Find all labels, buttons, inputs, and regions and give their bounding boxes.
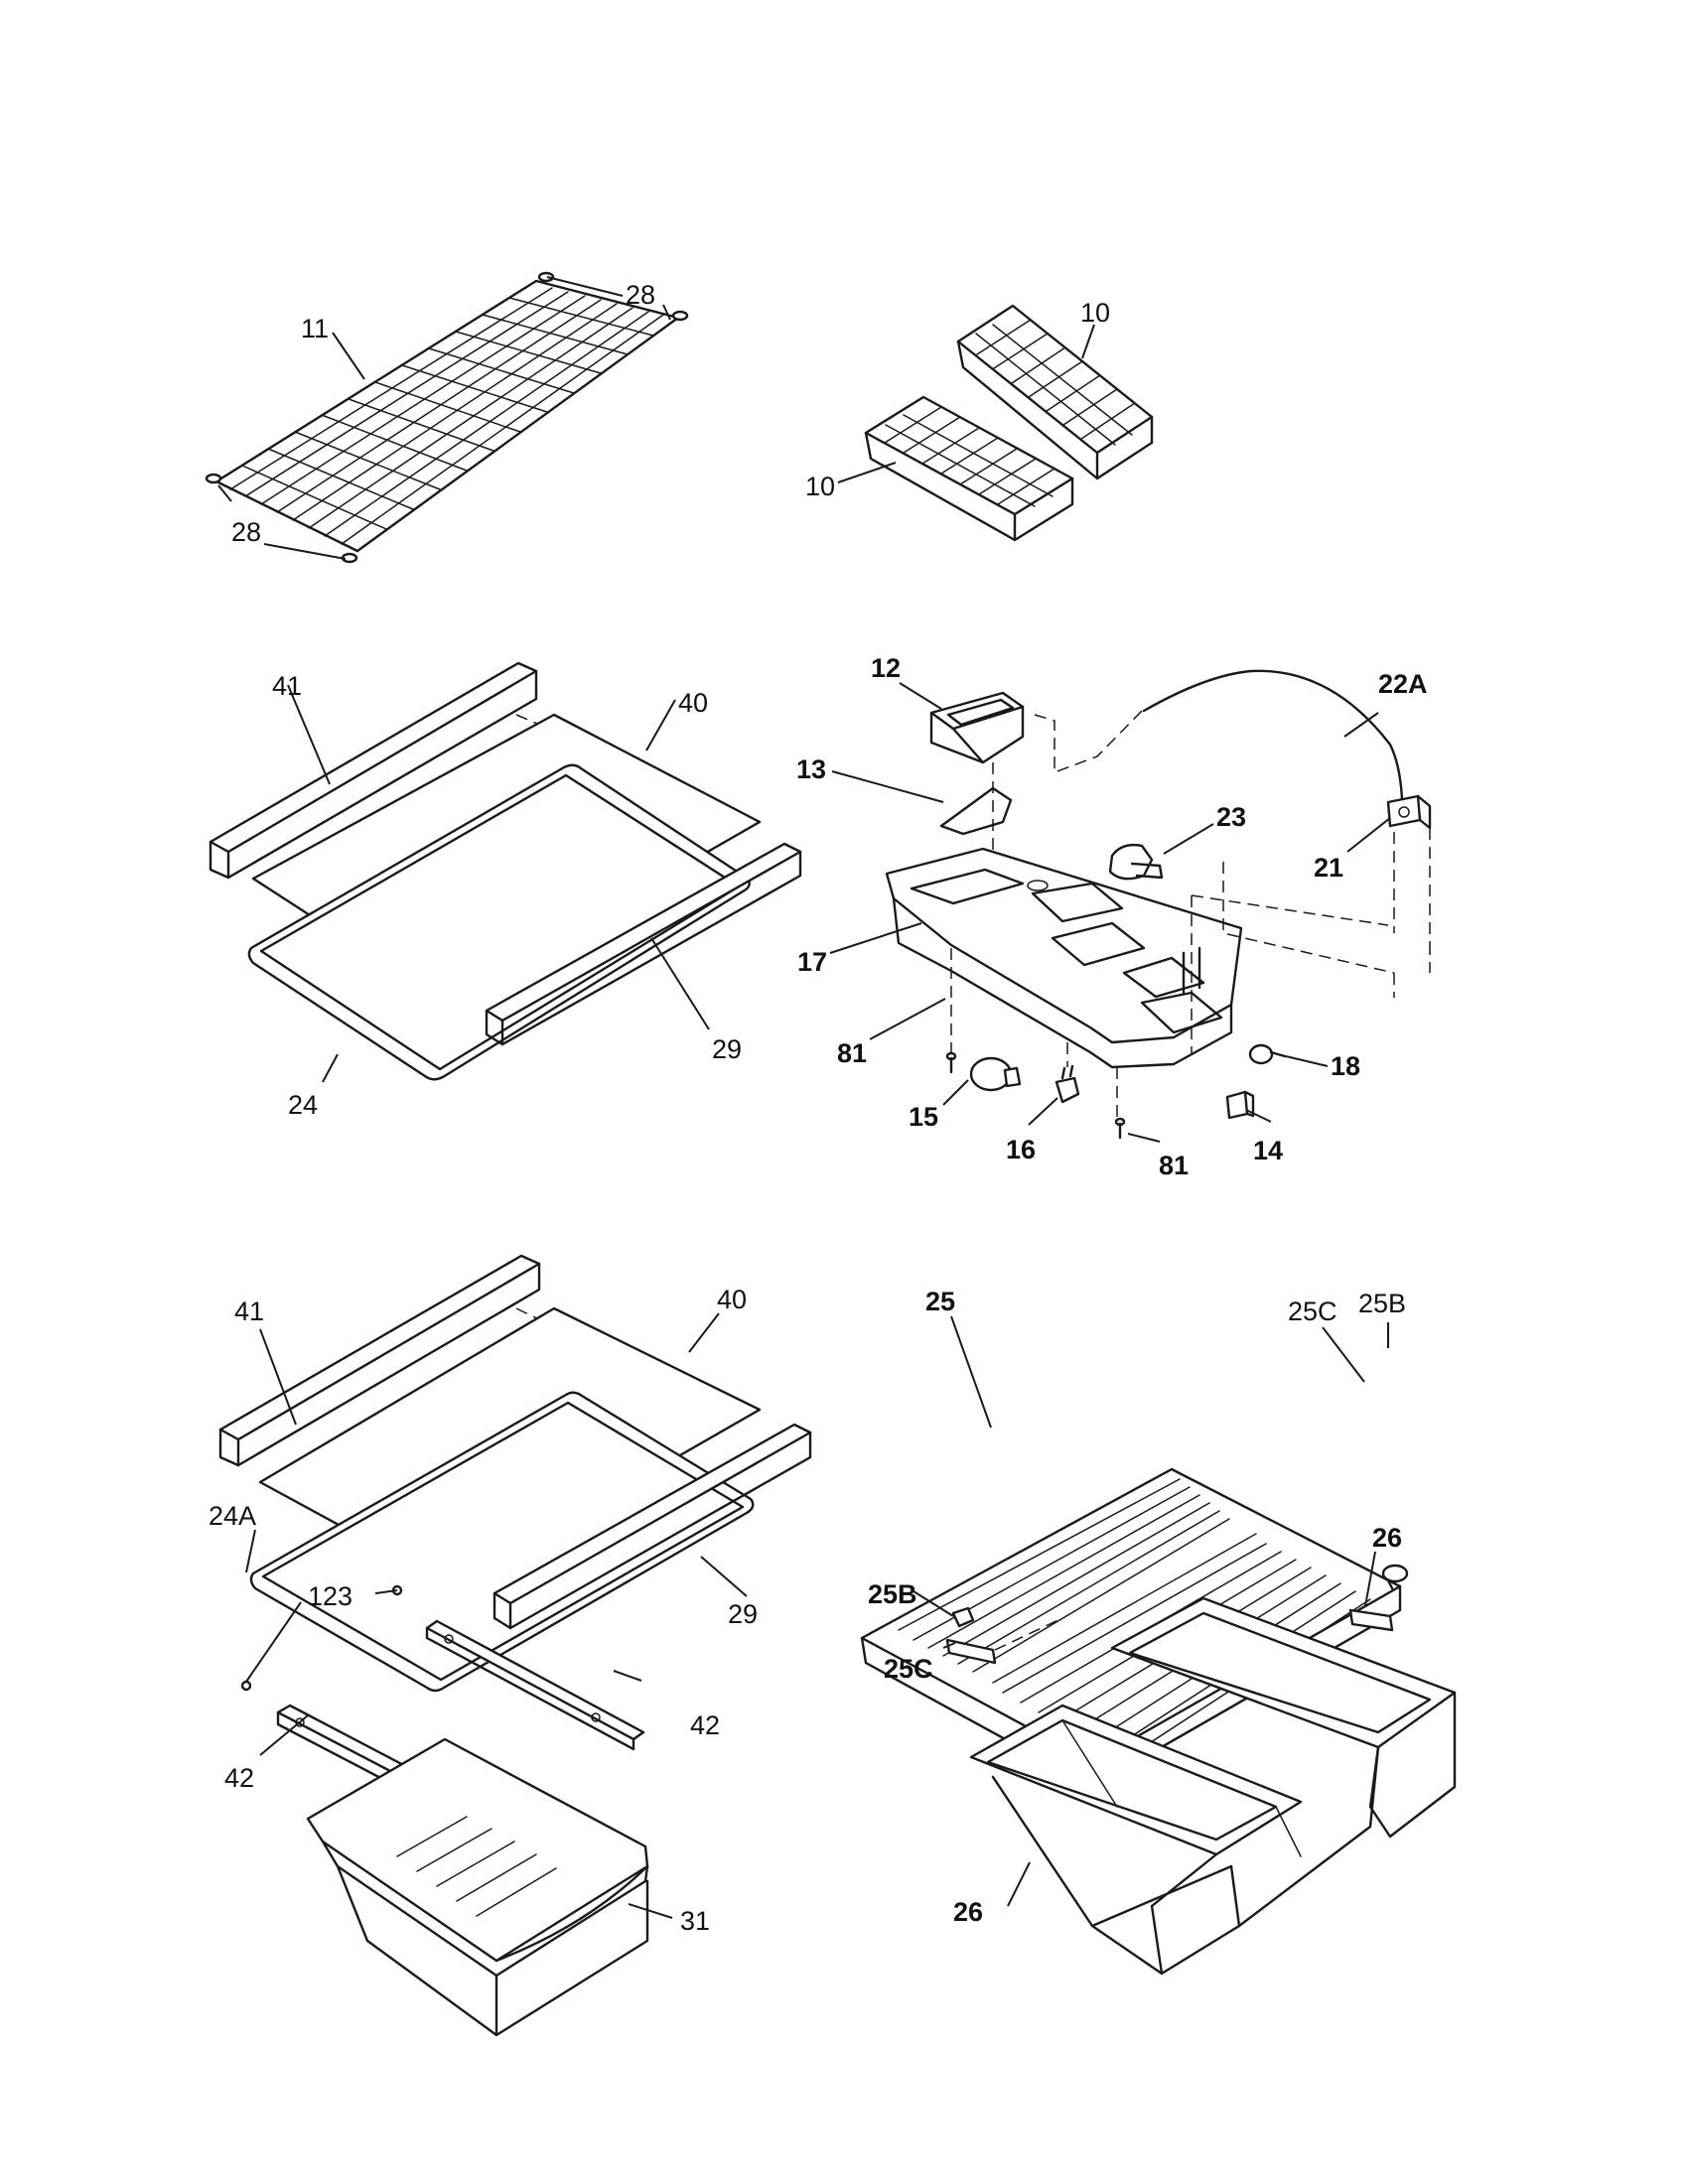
part-label-10: 10 (1080, 298, 1110, 328)
part-label-28: 28 (626, 280, 655, 310)
part-label-group: 28 11 28 10 10 41 40 29 24 12 22A 13 23 … (209, 280, 1428, 1936)
part-label-41: 41 (234, 1297, 264, 1326)
part-label-123: 123 (308, 1581, 352, 1611)
ice-tray-back (956, 304, 1154, 480)
alignment-line-2 (515, 1307, 552, 1326)
shelf-frame-2 (249, 1391, 755, 1693)
part-label-17: 17 (797, 947, 827, 977)
part-label-24: 24 (288, 1090, 318, 1120)
part-label-25B: 25B (868, 1579, 917, 1609)
shelf-support-rear (425, 1619, 645, 1751)
part-label-25B: 25B (1358, 1289, 1406, 1318)
part-label-40: 40 (678, 688, 708, 718)
part-label-28: 28 (231, 517, 261, 547)
part-label-18: 18 (1331, 1051, 1360, 1081)
part-label-42: 42 (224, 1763, 254, 1793)
slide-rail-bottom (945, 1638, 997, 1665)
part-label-25: 25 (925, 1287, 955, 1316)
part-label-23: 23 (1216, 802, 1246, 832)
shelf-trim-front-2 (218, 1254, 541, 1467)
crisper-drawer (306, 1737, 649, 2037)
part-label-25C: 25C (1288, 1297, 1337, 1326)
shelf-trim-rear-2 (492, 1423, 812, 1630)
housing-dash-guides (950, 710, 1431, 1117)
rail-clip-bottom (951, 1606, 975, 1628)
control-housing (885, 847, 1243, 1069)
part-label-29: 29 (728, 1599, 758, 1629)
rail-guide (994, 1617, 1063, 1651)
part-label-24A: 24A (209, 1501, 256, 1531)
light-switch (1225, 1090, 1255, 1120)
screw-1 (945, 1051, 957, 1074)
part-label-11: 11 (301, 314, 329, 343)
part-label-41: 41 (272, 671, 302, 701)
part-label-31: 31 (680, 1906, 710, 1936)
part-label-16: 16 (1006, 1135, 1036, 1164)
ice-bin (929, 691, 1025, 764)
part-label-26: 26 (1372, 1523, 1402, 1553)
deflector (939, 786, 1013, 836)
screw-2 (1114, 1117, 1126, 1140)
drawer-rear (1110, 1596, 1457, 1839)
part-label-21: 21 (1314, 853, 1343, 883)
part-label-42: 42 (690, 1710, 720, 1740)
part-label-81: 81 (1159, 1151, 1189, 1180)
capillary-tube (1142, 669, 1404, 801)
part-label-25C: 25C (884, 1654, 933, 1684)
timer (1108, 843, 1164, 881)
light-bulb (969, 1056, 1022, 1092)
alignment-line (515, 714, 552, 731)
light-socket (1055, 1064, 1080, 1104)
drawer-front (969, 1704, 1380, 1976)
part-label-10: 10 (805, 472, 835, 501)
part-label-29: 29 (712, 1034, 742, 1064)
part-label-15: 15 (909, 1102, 938, 1132)
part-label-40: 40 (717, 1285, 747, 1314)
damper-knob (1248, 1043, 1287, 1065)
shelf-trim-front-1 (209, 661, 538, 880)
part-label-12: 12 (871, 653, 901, 683)
slide-rail-top (1348, 1608, 1394, 1632)
leader-lines (217, 276, 1391, 1919)
rail-knob-top (1381, 1564, 1409, 1590)
part-label-81: 81 (837, 1038, 867, 1068)
part-label-14: 14 (1253, 1136, 1283, 1165)
part-label-26: 26 (953, 1897, 983, 1927)
part-label-22A: 22A (1378, 669, 1428, 699)
part-label-13: 13 (796, 754, 826, 784)
shelf-trim-rear-1 (485, 842, 802, 1046)
thermostat (1386, 794, 1432, 830)
wire-shelf (205, 271, 689, 564)
ice-tray-front (864, 395, 1074, 542)
